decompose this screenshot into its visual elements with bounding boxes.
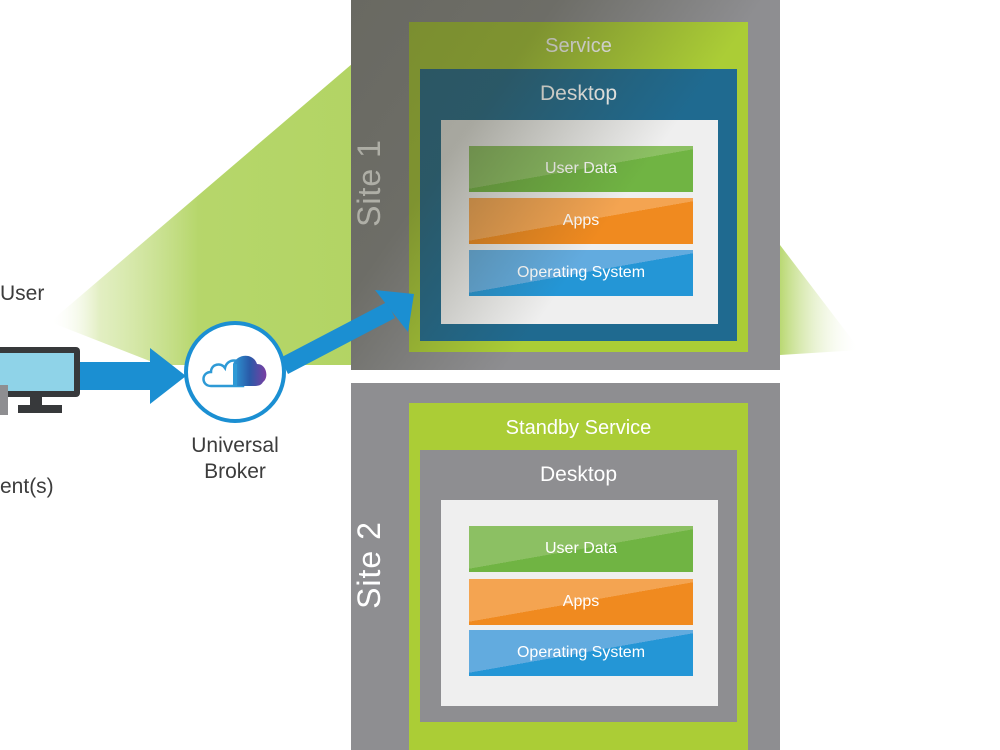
site-2-service-title: Standby Service <box>505 417 652 439</box>
client-label: ent(s) <box>0 475 54 498</box>
site-2-service: Standby Service Desktop User Data Apps O… <box>409 403 748 750</box>
site-2-os-layer: Operating System <box>469 630 693 676</box>
site-2-desktop-inner: User Data Apps Operating System <box>441 500 718 706</box>
site-1-os-layer: Operating System <box>469 250 693 296</box>
arrow-icon <box>280 290 414 374</box>
site-1-user-data-layer: User Data <box>469 146 693 192</box>
site-2-desktop-title: Desktop <box>539 463 618 486</box>
broker-label: Universal Broker <box>160 433 310 485</box>
site-1-apps-layer: Apps <box>469 198 693 244</box>
site-2-apps-layer: Apps <box>469 579 693 625</box>
site-2-desktop: Desktop User Data Apps Operating System <box>420 450 737 722</box>
site-1-service-title: Service <box>545 35 612 57</box>
site-1-desktop-title: Desktop <box>539 82 618 105</box>
arrow-icon <box>80 348 186 404</box>
site-1-desktop-inner: User Data Apps Operating System <box>441 120 718 324</box>
site-2-user-data-layer: User Data <box>469 526 693 572</box>
cloud-icon <box>202 355 267 388</box>
broker-badge <box>184 321 286 423</box>
monitor-icon <box>0 347 80 415</box>
broker-label-line2: Broker <box>204 460 266 483</box>
broker-label-line1: Universal <box>191 434 279 457</box>
site-1-desktop: Desktop User Data Apps Operating System <box>420 69 737 341</box>
beam-right-fade <box>780 245 860 355</box>
user-label: User <box>0 282 45 305</box>
site-1-service: Service Desktop User Data Apps Operating… <box>409 22 748 352</box>
beam-cone <box>50 40 380 365</box>
